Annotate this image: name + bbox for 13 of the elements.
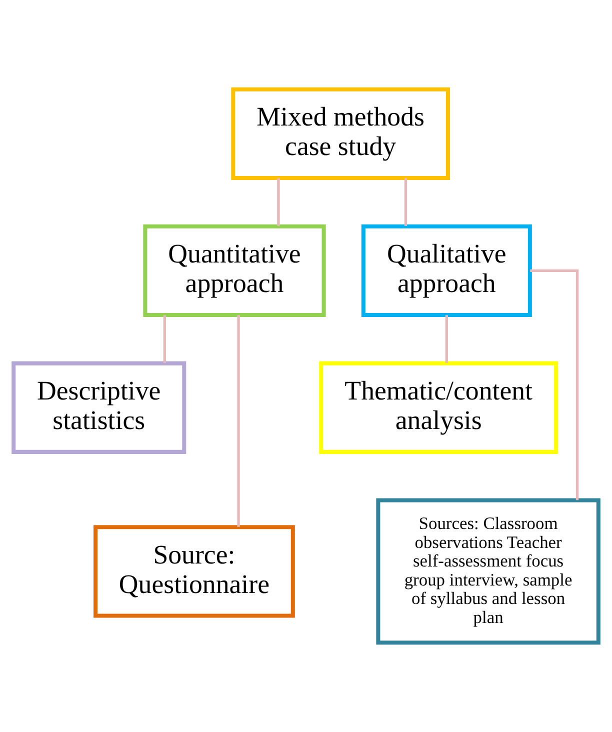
- connector: [237, 315, 240, 527]
- connector: [530, 269, 579, 500]
- node-box: Mixed methods case study: [231, 87, 450, 180]
- node-box: Quantitative approach: [143, 224, 326, 317]
- node-box: Sources: Classroom observations Teacher self-assessment focus group interview, sample of syllabus and lesson plan: [376, 498, 600, 645]
- connector: [404, 178, 408, 226]
- node-box: Thematic/content analysis: [319, 361, 558, 454]
- node-box: Source: Questionnaire: [94, 525, 295, 618]
- node-box: Descriptive statistics: [12, 361, 186, 454]
- node-box: Qualitative approach: [361, 224, 532, 317]
- connector: [445, 315, 448, 363]
- connector: [163, 315, 166, 363]
- connector: [277, 178, 280, 226]
